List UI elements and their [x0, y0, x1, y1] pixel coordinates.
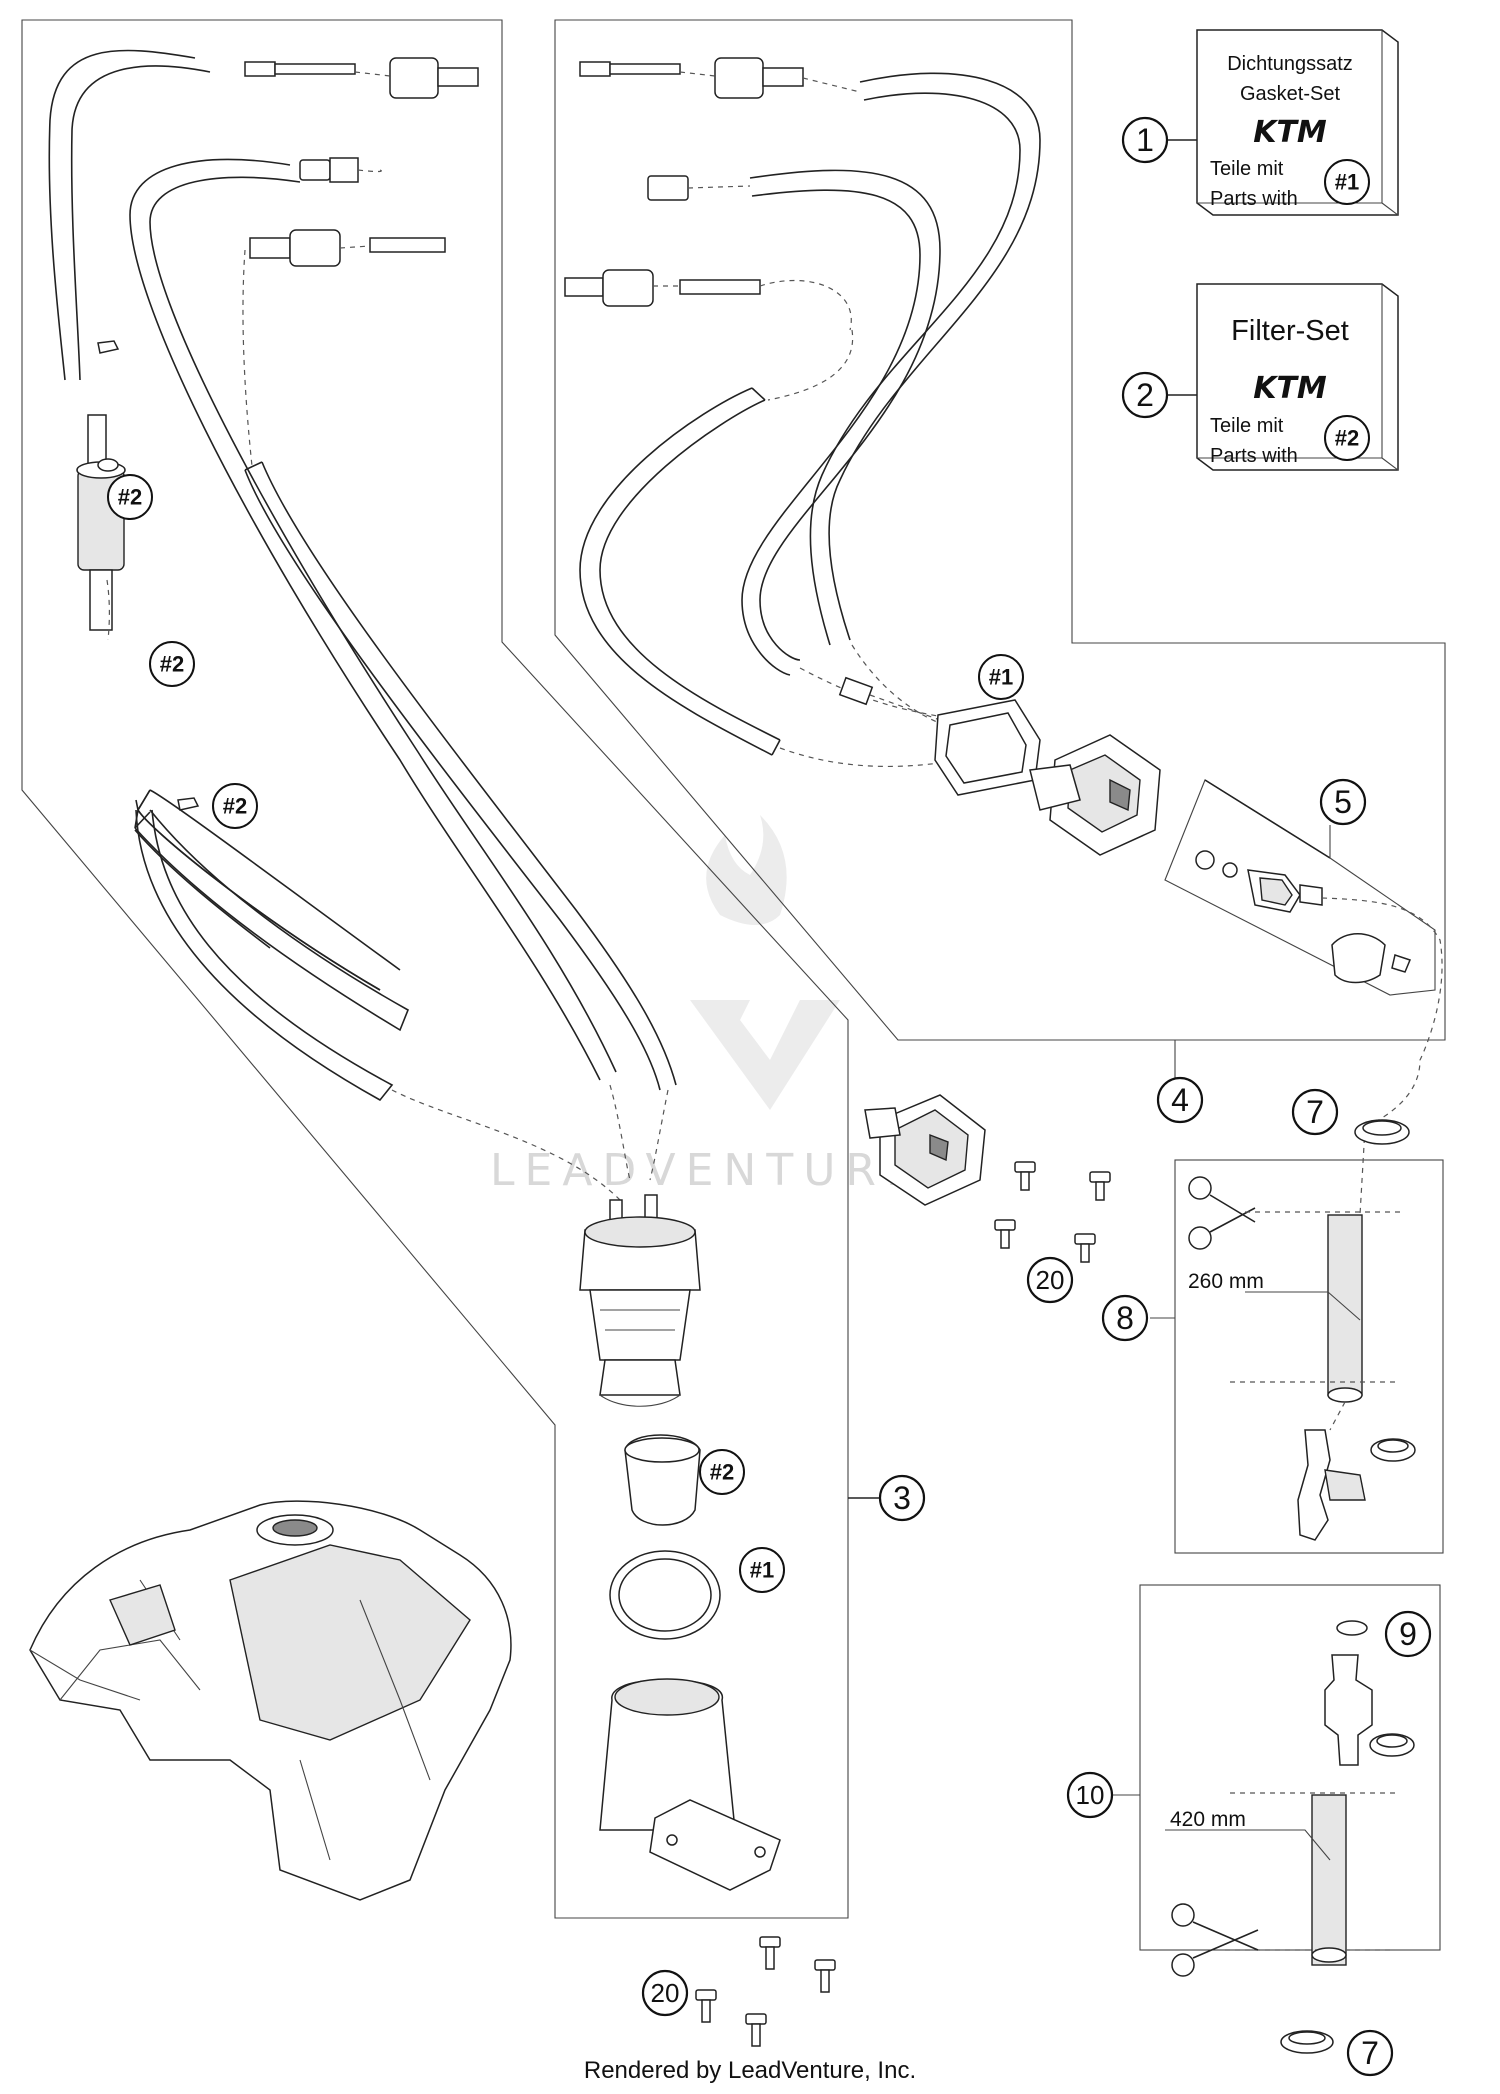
svg-text:4: 4 [1171, 1082, 1189, 1118]
svg-text:3: 3 [893, 1480, 911, 1516]
fuel-tank [29, 1500, 512, 1901]
svg-text:9: 9 [1399, 1616, 1417, 1652]
pump-parts-column [599, 1434, 781, 1891]
filter-set-parts-en: Parts with [1210, 445, 1298, 467]
tag-filter-2-sleeve: #2 [699, 1449, 745, 1495]
svg-text:7: 7 [1361, 2035, 1379, 2071]
filter-set-tag: #2 [1324, 415, 1370, 461]
ktm-logo: KTM [1253, 115, 1327, 150]
fuel-pump [579, 1194, 701, 1407]
footer-credit: Rendered by LeadVenture, Inc. [584, 2057, 916, 2084]
tag-gasket-1-top: #1 [978, 654, 1024, 700]
clamp-7-bottom [1280, 2030, 1334, 2054]
tag-filter-2-mid: #2 [149, 641, 195, 687]
callout-9: 9 [1384, 1610, 1432, 1658]
tag-filter-2-top: #2 [107, 474, 153, 520]
svg-text:1: 1 [1136, 122, 1154, 158]
callout-2: 2 [1121, 371, 1169, 419]
hose-length-420: 420 mm [1170, 1808, 1246, 1831]
screws-20-top [994, 1161, 1111, 1263]
gasket-set-title-de: Dichtungssatz [1227, 53, 1353, 75]
callout-1: 1 [1121, 116, 1169, 164]
scissors-icon-2 [1171, 1903, 1259, 1977]
gasket-set-title-en: Gasket-Set [1240, 83, 1340, 105]
callout-20-bottom: 20 [641, 1969, 689, 2017]
svg-text:#2: #2 [160, 652, 184, 677]
svg-text:#2: #2 [1335, 426, 1359, 451]
hose-260-set: 260 mm [1150, 1127, 1444, 1554]
svg-text:#2: #2 [118, 485, 142, 510]
svg-text:10: 10 [1076, 1780, 1105, 1810]
callout-20-top: 20 [1026, 1256, 1074, 1304]
quick-coupling-set [1164, 779, 1443, 1131]
filter-set-parts-de: Teile mit [1210, 415, 1284, 437]
svg-text:8: 8 [1116, 1300, 1134, 1336]
svg-text:#1: #1 [750, 1558, 774, 1583]
hose-420-set: 420 mm [1112, 1584, 1441, 1977]
right-panel-outline [554, 19, 1446, 1041]
filter-set-title: Filter-Set [1231, 315, 1349, 347]
svg-text:#2: #2 [710, 1460, 734, 1485]
tag-gasket-1-ring: #1 [739, 1547, 785, 1593]
svg-text:7: 7 [1306, 1094, 1324, 1130]
clamp-7-top [1354, 1119, 1410, 1145]
pump-flange-spare [864, 1094, 986, 1206]
left-panel-outline [21, 19, 849, 1919]
gasket-set-box: Dichtungssatz Gasket-Set KTM Teile mit P… [1196, 29, 1399, 216]
svg-text:#2: #2 [223, 794, 247, 819]
right-hose-group [564, 57, 1161, 856]
left-hose-group [48, 49, 677, 1201]
gasket-set-parts-en: Parts with [1210, 188, 1298, 210]
tag-filter-2-clamp: #2 [212, 783, 258, 829]
callout-3: 3 [878, 1474, 926, 1522]
callout-8: 8 [1101, 1294, 1149, 1342]
gasket-set-parts-de: Teile mit [1210, 158, 1284, 180]
svg-text:2: 2 [1136, 377, 1154, 413]
scissors-icon [1188, 1176, 1256, 1250]
screws-20-bottom [695, 1936, 836, 2047]
watermark-text: LEADVENTURE [490, 1145, 924, 1196]
svg-text:#1: #1 [1335, 170, 1359, 195]
filter-set-box: Filter-Set KTM Teile mit Parts with #2 [1196, 283, 1399, 471]
callout-7-bottom: 7 [1346, 2029, 1394, 2077]
svg-text:20: 20 [651, 1978, 680, 2008]
callout-4: 4 [1156, 1076, 1204, 1124]
callout-5: 5 [1319, 778, 1367, 826]
callout-7-top: 7 [1291, 1088, 1339, 1136]
svg-text:5: 5 [1334, 784, 1352, 820]
gasket-set-tag: #1 [1324, 159, 1370, 205]
callout-10: 10 [1066, 1771, 1114, 1819]
hose-length-260: 260 mm [1188, 1270, 1264, 1293]
ktm-logo-2: KTM [1253, 371, 1327, 406]
svg-text:20: 20 [1036, 1265, 1065, 1295]
svg-text:#1: #1 [989, 665, 1013, 690]
watermark: LEADVENTURE [490, 815, 924, 1196]
